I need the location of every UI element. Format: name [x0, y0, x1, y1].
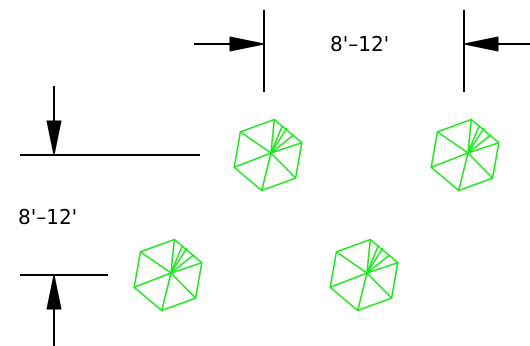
shrub-spoke — [467, 152, 494, 179]
hexagonal-shrub-icon — [329, 238, 399, 312]
shrub-spoke — [430, 152, 469, 169]
plant-symbols — [133, 118, 500, 312]
shrub-spoke — [260, 152, 272, 191]
hexagonal-shrub-icon — [133, 238, 203, 312]
shrub-spoke — [467, 133, 492, 154]
shrub-spoke — [139, 251, 172, 274]
shrub-spoke — [366, 239, 372, 274]
shrub-spoke — [270, 127, 288, 154]
arrowhead-up-icon — [46, 274, 62, 310]
shrub-spoke — [270, 141, 303, 154]
arrowhead-left-icon — [463, 36, 499, 52]
shrub-spoke — [335, 251, 368, 274]
hexagonal-shrub-icon — [430, 118, 500, 192]
shrub-spoke — [170, 261, 203, 274]
shrub-spoke — [170, 247, 188, 274]
horizontal-spacing-label: 8'–12' — [330, 32, 389, 56]
shrub-spoke — [467, 127, 485, 154]
shrub-spoke — [329, 272, 368, 289]
horizontal-dimension: 8'–12' — [194, 10, 530, 92]
shrub-spoke — [270, 124, 284, 154]
vertical-spacing-label: 8'–12' — [18, 205, 77, 229]
shrub-spoke — [467, 141, 500, 154]
shrub-spoke — [366, 253, 391, 274]
shrub-spoke — [270, 152, 297, 179]
shrub-spoke — [133, 272, 172, 289]
shrub-spoke — [233, 152, 272, 169]
shrub-spoke — [170, 253, 195, 274]
shrub-spoke — [467, 124, 481, 154]
shrub-spoke — [239, 131, 272, 154]
shrub-spoke — [170, 272, 197, 299]
shrub-spoke — [356, 272, 368, 311]
shrub-spoke — [160, 272, 172, 311]
hexagonal-shrub-icon — [233, 118, 303, 192]
shrub-spoke — [366, 244, 380, 274]
shrub-spoke — [467, 119, 473, 154]
shrub-spoke — [270, 133, 295, 154]
shrub-spoke — [170, 239, 176, 274]
shrub-spoke — [366, 272, 393, 299]
vertical-dimension: 8'–12' — [18, 86, 200, 346]
shrub-spoke — [366, 261, 399, 274]
shrub-spoke — [270, 119, 276, 154]
arrowhead-right-icon — [229, 36, 265, 52]
shrub-spoke — [457, 152, 469, 191]
shrub-spoke — [366, 247, 384, 274]
arrowhead-down-icon — [46, 120, 62, 156]
shrub-spoke — [170, 244, 184, 274]
shrub-spoke — [436, 131, 469, 154]
